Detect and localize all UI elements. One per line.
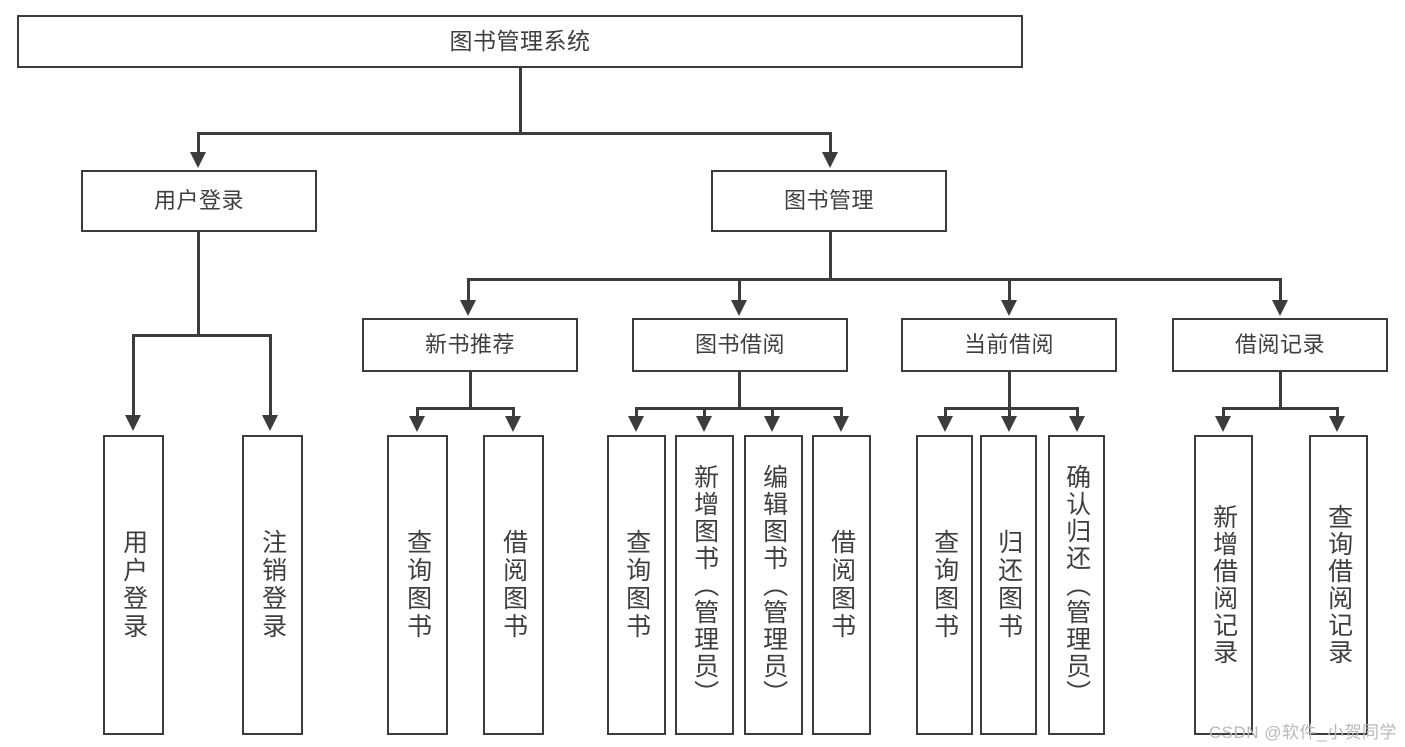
connector-book-borrow-bus <box>635 407 843 410</box>
arrow-icon-to-leaf-logout <box>262 415 278 431</box>
arrow-icon-to-leaf-query-book-3 <box>937 416 953 432</box>
leaf-query-book-recommend[interactable]: 查询图书 <box>387 435 448 735</box>
arrow-icon-to-current-borrow <box>1001 300 1017 316</box>
arrow-icon-to-leaf-query-book-2 <box>628 416 644 432</box>
leaf-borrow-book-recommend[interactable]: 借阅图书 <box>483 435 544 735</box>
node-label: 新增图书（管理员） <box>690 463 719 707</box>
connector-book-manage-stem <box>829 232 832 280</box>
arrow-icon-to-leaf-return-book <box>1001 416 1017 432</box>
leaf-return-book[interactable]: 归还图书 <box>980 435 1037 735</box>
leaf-borrow-book[interactable]: 借阅图书 <box>812 435 871 735</box>
node-book-borrow[interactable]: 图书借阅 <box>632 318 848 372</box>
connector-book-borrow-to-leaf-1 <box>635 407 638 418</box>
node-user-login[interactable]: 用户登录 <box>81 170 317 232</box>
node-label: 归还图书 <box>994 529 1023 641</box>
arrow-icon-to-user-login <box>190 152 206 168</box>
connector-borrow-record-stem <box>1279 372 1282 409</box>
node-label: 查询图书 <box>403 529 432 641</box>
arrow-icon-to-book-manage <box>822 152 838 168</box>
connector-current-borrow-bus <box>944 407 1078 410</box>
node-label: 借阅图书 <box>827 529 856 641</box>
connector-borrow-record-to-leaf-1 <box>1222 407 1225 418</box>
node-book-management[interactable]: 图书管理 <box>711 170 947 232</box>
node-borrow-record[interactable]: 借阅记录 <box>1172 318 1388 372</box>
connector-current-borrow-stem <box>1008 372 1011 409</box>
leaf-logout[interactable]: 注销登录 <box>242 435 303 735</box>
connector-to-book-borrow <box>738 278 741 302</box>
arrow-icon-to-leaf-query-record <box>1329 416 1345 432</box>
connector-borrow-record-bus <box>1222 407 1338 410</box>
node-current-borrow[interactable]: 当前借阅 <box>901 318 1117 372</box>
connector-current-borrow-to-leaf-1 <box>944 407 947 418</box>
leaf-edit-book[interactable]: 编辑图书（管理员） <box>744 435 803 735</box>
node-label: 借阅记录 <box>1234 331 1325 357</box>
leaf-confirm-return[interactable]: 确认归还（管理员） <box>1048 435 1105 735</box>
leaf-user-login[interactable]: 用户登录 <box>103 435 164 735</box>
arrow-icon-to-leaf-edit-book <box>764 416 780 432</box>
arrow-icon-to-borrow-record <box>1272 300 1288 316</box>
connector-book-borrow-to-leaf-3 <box>771 407 774 418</box>
leaf-query-borrow-record[interactable]: 查询借阅记录 <box>1309 435 1368 735</box>
node-new-book-recommend[interactable]: 新书推荐 <box>362 318 578 372</box>
connector-to-current-borrow <box>1008 278 1011 302</box>
node-label: 查询图书 <box>622 529 651 641</box>
arrow-icon-to-leaf-query-book-1 <box>409 416 425 432</box>
csdn-watermark: CSDN @软件_小贺同学 <box>1208 723 1397 742</box>
node-label: 当前借阅 <box>963 331 1054 357</box>
arrow-icon-to-book-borrow <box>731 300 747 316</box>
node-label: 注销登录 <box>258 529 287 641</box>
connector-root-to-user-login <box>197 132 200 154</box>
connector-new-book-to-leaf-1 <box>416 407 419 418</box>
node-label: 查询借阅记录 <box>1324 504 1353 666</box>
connector-user-login-stem <box>197 232 200 336</box>
connector-current-borrow-to-leaf-3 <box>1076 407 1079 418</box>
arrow-icon-to-leaf-user-login <box>125 415 141 431</box>
connector-root-stem <box>519 68 522 134</box>
connector-level3-bus <box>467 278 1281 281</box>
node-root-system[interactable]: 图书管理系统 <box>17 15 1023 68</box>
connector-root-bus <box>197 132 831 135</box>
connector-book-borrow-to-leaf-4 <box>840 407 843 418</box>
connector-book-borrow-stem <box>738 372 741 409</box>
arrow-icon-to-leaf-add-book <box>696 416 712 432</box>
leaf-query-book-borrow[interactable]: 查询图书 <box>607 435 666 735</box>
node-label: 查询图书 <box>930 529 959 641</box>
node-label: 确认归还（管理员） <box>1062 463 1091 707</box>
node-label: 新增借阅记录 <box>1209 504 1238 666</box>
node-label: 借阅图书 <box>499 529 528 641</box>
node-label: 图书管理 <box>783 187 874 213</box>
node-label: 图书管理系统 <box>449 27 591 54</box>
arrow-icon-to-leaf-borrow-book-2 <box>833 416 849 432</box>
connector-borrow-record-to-leaf-2 <box>1336 407 1339 418</box>
connector-user-login-to-leaf-2 <box>269 334 272 417</box>
arrow-icon-to-new-book <box>460 300 476 316</box>
leaf-query-book-current[interactable]: 查询图书 <box>916 435 973 735</box>
connector-current-borrow-to-leaf-2 <box>1008 407 1011 418</box>
connector-root-to-book-manage <box>829 132 832 154</box>
connector-book-borrow-to-leaf-2 <box>703 407 706 418</box>
arrow-icon-to-leaf-add-record <box>1215 416 1231 432</box>
connector-new-book-stem <box>469 372 472 409</box>
node-label: 新书推荐 <box>424 331 515 357</box>
connector-new-book-to-leaf-2 <box>512 407 515 418</box>
node-label: 图书借阅 <box>694 331 785 357</box>
node-label: 用户登录 <box>119 529 148 641</box>
leaf-add-borrow-record[interactable]: 新增借阅记录 <box>1194 435 1253 735</box>
connector-to-borrow-record <box>1279 278 1282 302</box>
arrow-icon-to-leaf-confirm-return <box>1069 416 1085 432</box>
connector-user-login-to-leaf-1 <box>132 334 135 417</box>
connector-to-new-book <box>467 278 470 302</box>
arrow-icon-to-leaf-borrow-book-1 <box>505 416 521 432</box>
leaf-add-book[interactable]: 新增图书（管理员） <box>675 435 734 735</box>
connector-new-book-bus <box>416 407 514 410</box>
node-label: 编辑图书（管理员） <box>759 463 788 707</box>
connector-user-login-bus <box>132 334 269 337</box>
node-label: 用户登录 <box>153 187 244 213</box>
